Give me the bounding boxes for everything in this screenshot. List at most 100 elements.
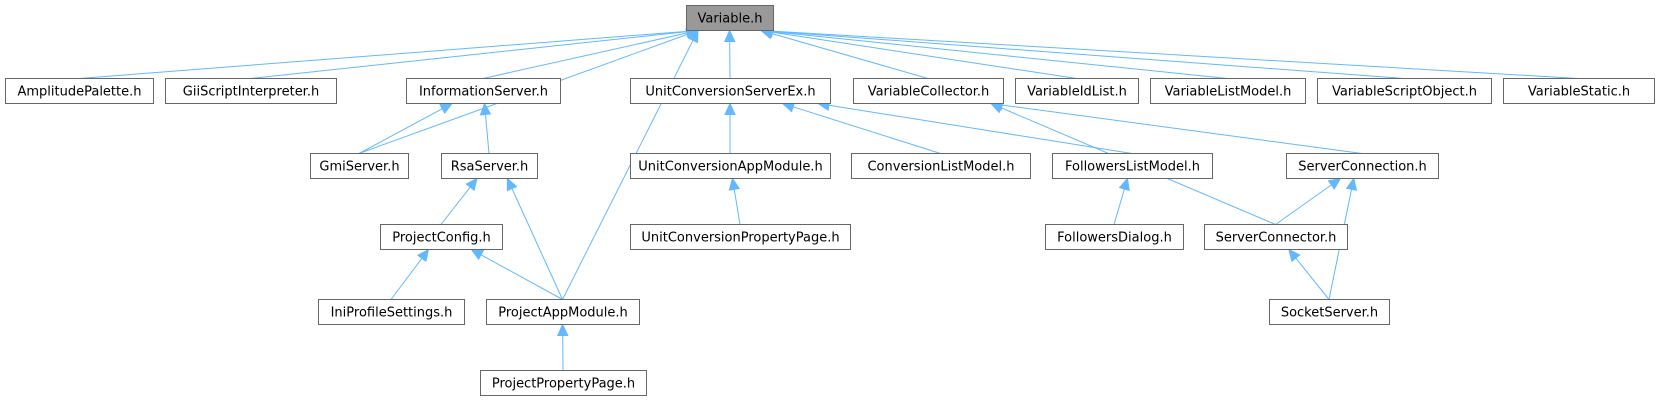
node-giiscriptinterpreter-h[interactable]: GiiScriptInterpreter.h bbox=[165, 78, 337, 104]
edge-arrowhead bbox=[470, 248, 485, 261]
node-variablecollector-h[interactable]: VariableCollector.h bbox=[853, 78, 1004, 104]
node-label: VariableScriptObject.h bbox=[1332, 85, 1477, 100]
edge-variablescriptobject-h-to-variable-h bbox=[759, 25, 1405, 79]
node-box bbox=[1015, 78, 1139, 104]
node-box bbox=[1045, 224, 1184, 250]
edge-amplitudepalette-h-to-variable-h bbox=[78, 25, 700, 79]
edge-giiscriptinterpreter-h-to-variable-h bbox=[250, 25, 700, 79]
edge-line bbox=[78, 30, 688, 79]
node-amplitudepalette-h[interactable]: AmplitudePalette.h bbox=[5, 78, 154, 104]
node-followersdialog-h[interactable]: FollowersDialog.h bbox=[1045, 224, 1184, 250]
node-box bbox=[1503, 78, 1655, 104]
node-label: FollowersDialog.h bbox=[1057, 231, 1172, 246]
node-variablescriptobject-h[interactable]: VariableScriptObject.h bbox=[1317, 78, 1492, 104]
node-label: ProjectConfig.h bbox=[392, 231, 491, 246]
edge-arrowhead bbox=[465, 177, 478, 192]
edge-arrowhead bbox=[1327, 177, 1342, 190]
edge-arrowhead bbox=[439, 102, 454, 115]
edge-arrowhead bbox=[687, 29, 699, 44]
edge-socketserver-h-to-serverconnector-h bbox=[1288, 248, 1330, 300]
edge-iniprofilesettings-h-to-projectconfig-h bbox=[390, 248, 430, 300]
node-projectconfig-h[interactable]: ProjectConfig.h bbox=[380, 224, 503, 250]
node-label: VariableListModel.h bbox=[1165, 85, 1292, 100]
node-variablelistmodel-h[interactable]: VariableListModel.h bbox=[1150, 78, 1306, 104]
edge-unitconversionserverex-h-to-variable-h bbox=[723, 29, 736, 79]
edge-followerslistmodel-h-to-unitconversionserverex-h bbox=[816, 99, 1133, 154]
edge-line bbox=[390, 257, 423, 300]
edge-line bbox=[480, 254, 563, 300]
node-unitconversionserverex-h[interactable]: UnitConversionServerEx.h bbox=[630, 78, 831, 104]
node-variablestatic-h[interactable]: VariableStatic.h bbox=[1503, 78, 1655, 104]
node-label: UnitConversionServerEx.h bbox=[645, 85, 815, 100]
node-label: VariableCollector.h bbox=[868, 85, 990, 100]
node-box bbox=[1150, 78, 1306, 104]
edge-arrowhead bbox=[724, 102, 736, 115]
edge-projectappmodule-h-to-rsaserver-h bbox=[506, 177, 563, 300]
node-rsaserver-h[interactable]: RsaServer.h bbox=[441, 153, 538, 179]
edge-line bbox=[250, 31, 688, 79]
edge-arrowhead bbox=[728, 177, 741, 191]
edge-unitconversionappmodule-h-to-unitconversionserverex-h bbox=[724, 102, 736, 154]
edge-arrowhead bbox=[416, 248, 430, 263]
node-projectpropertypage-h[interactable]: ProjectPropertyPage.h bbox=[480, 370, 647, 396]
node-box bbox=[630, 78, 831, 104]
node-conversionlistmodel-h[interactable]: ConversionListModel.h bbox=[851, 153, 1031, 179]
node-box bbox=[380, 224, 503, 250]
node-serverconnector-h[interactable]: ServerConnector.h bbox=[1204, 224, 1348, 250]
node-variableidlist-h[interactable]: VariableIdList.h bbox=[1015, 78, 1139, 104]
node-box bbox=[851, 153, 1031, 179]
edge-unitconversionpropertypage-h-to-unitconversionappmodule-h bbox=[728, 177, 741, 225]
node-box bbox=[5, 78, 154, 104]
edge-line bbox=[440, 186, 471, 225]
edge-arrowhead bbox=[989, 102, 1004, 114]
node-label: AmplitudePalette.h bbox=[17, 85, 141, 100]
node-label: GmiServer.h bbox=[319, 160, 399, 175]
edge-line bbox=[358, 108, 443, 154]
node-label: ProjectPropertyPage.h bbox=[492, 377, 635, 392]
node-unitconversionpropertypage-h[interactable]: UnitConversionPropertyPage.h bbox=[630, 224, 851, 250]
node-variable-h[interactable]: Variable.h bbox=[686, 5, 774, 31]
node-box bbox=[1286, 153, 1439, 179]
edge-followersdialog-h-to-followerslistmodel-h bbox=[1113, 177, 1130, 225]
node-iniprofilesettings-h[interactable]: IniProfileSettings.h bbox=[318, 299, 465, 325]
edge-serverconnector-h-to-serverconnection-h bbox=[1275, 177, 1342, 225]
edge-line bbox=[511, 188, 563, 300]
node-unitconversionappmodule-h[interactable]: UnitConversionAppModule.h bbox=[630, 153, 831, 179]
node-label: RsaServer.h bbox=[451, 160, 529, 175]
node-label: VariableIdList.h bbox=[1027, 85, 1127, 100]
edge-conversionlistmodel-h-to-unitconversionserverex-h bbox=[781, 101, 941, 154]
node-box bbox=[486, 299, 640, 325]
edge-variablecollector-h-to-variable-h bbox=[759, 28, 929, 79]
edge-line bbox=[792, 106, 941, 154]
node-box bbox=[686, 5, 774, 31]
node-box bbox=[310, 153, 409, 179]
edge-line bbox=[1275, 184, 1332, 225]
edge-rsaserver-h-to-informationserver-h bbox=[479, 102, 492, 154]
node-box bbox=[441, 153, 538, 179]
edge-line bbox=[771, 31, 1228, 79]
node-label: UnitConversionPropertyPage.h bbox=[641, 231, 839, 246]
node-box bbox=[630, 153, 831, 179]
node-serverconnection-h[interactable]: ServerConnection.h bbox=[1286, 153, 1439, 179]
node-label: FollowersListModel.h bbox=[1065, 160, 1200, 175]
edge-gmiserver-h-to-informationserver-h bbox=[358, 102, 454, 154]
edge-arrowhead bbox=[1118, 177, 1130, 192]
node-label: IniProfileSettings.h bbox=[331, 306, 453, 321]
edge-projectconfig-h-to-rsaserver-h bbox=[440, 177, 478, 225]
node-label: SocketServer.h bbox=[1281, 306, 1378, 321]
node-box bbox=[318, 299, 465, 325]
node-box bbox=[853, 78, 1004, 104]
node-informationserver-h[interactable]: InformationServer.h bbox=[406, 78, 561, 104]
node-box bbox=[1317, 78, 1492, 104]
node-socketserver-h[interactable]: SocketServer.h bbox=[1269, 299, 1390, 325]
node-projectappmodule-h[interactable]: ProjectAppModule.h bbox=[486, 299, 640, 325]
node-followerslistmodel-h[interactable]: FollowersListModel.h bbox=[1052, 153, 1213, 179]
edge-projectpropertypage-h-to-projectappmodule-h bbox=[556, 323, 569, 371]
node-box bbox=[1052, 153, 1213, 179]
node-gmiserver-h[interactable]: GmiServer.h bbox=[310, 153, 409, 179]
edge-line bbox=[1001, 104, 1363, 154]
node-box bbox=[1269, 299, 1390, 325]
edge-arrowhead bbox=[723, 29, 736, 43]
